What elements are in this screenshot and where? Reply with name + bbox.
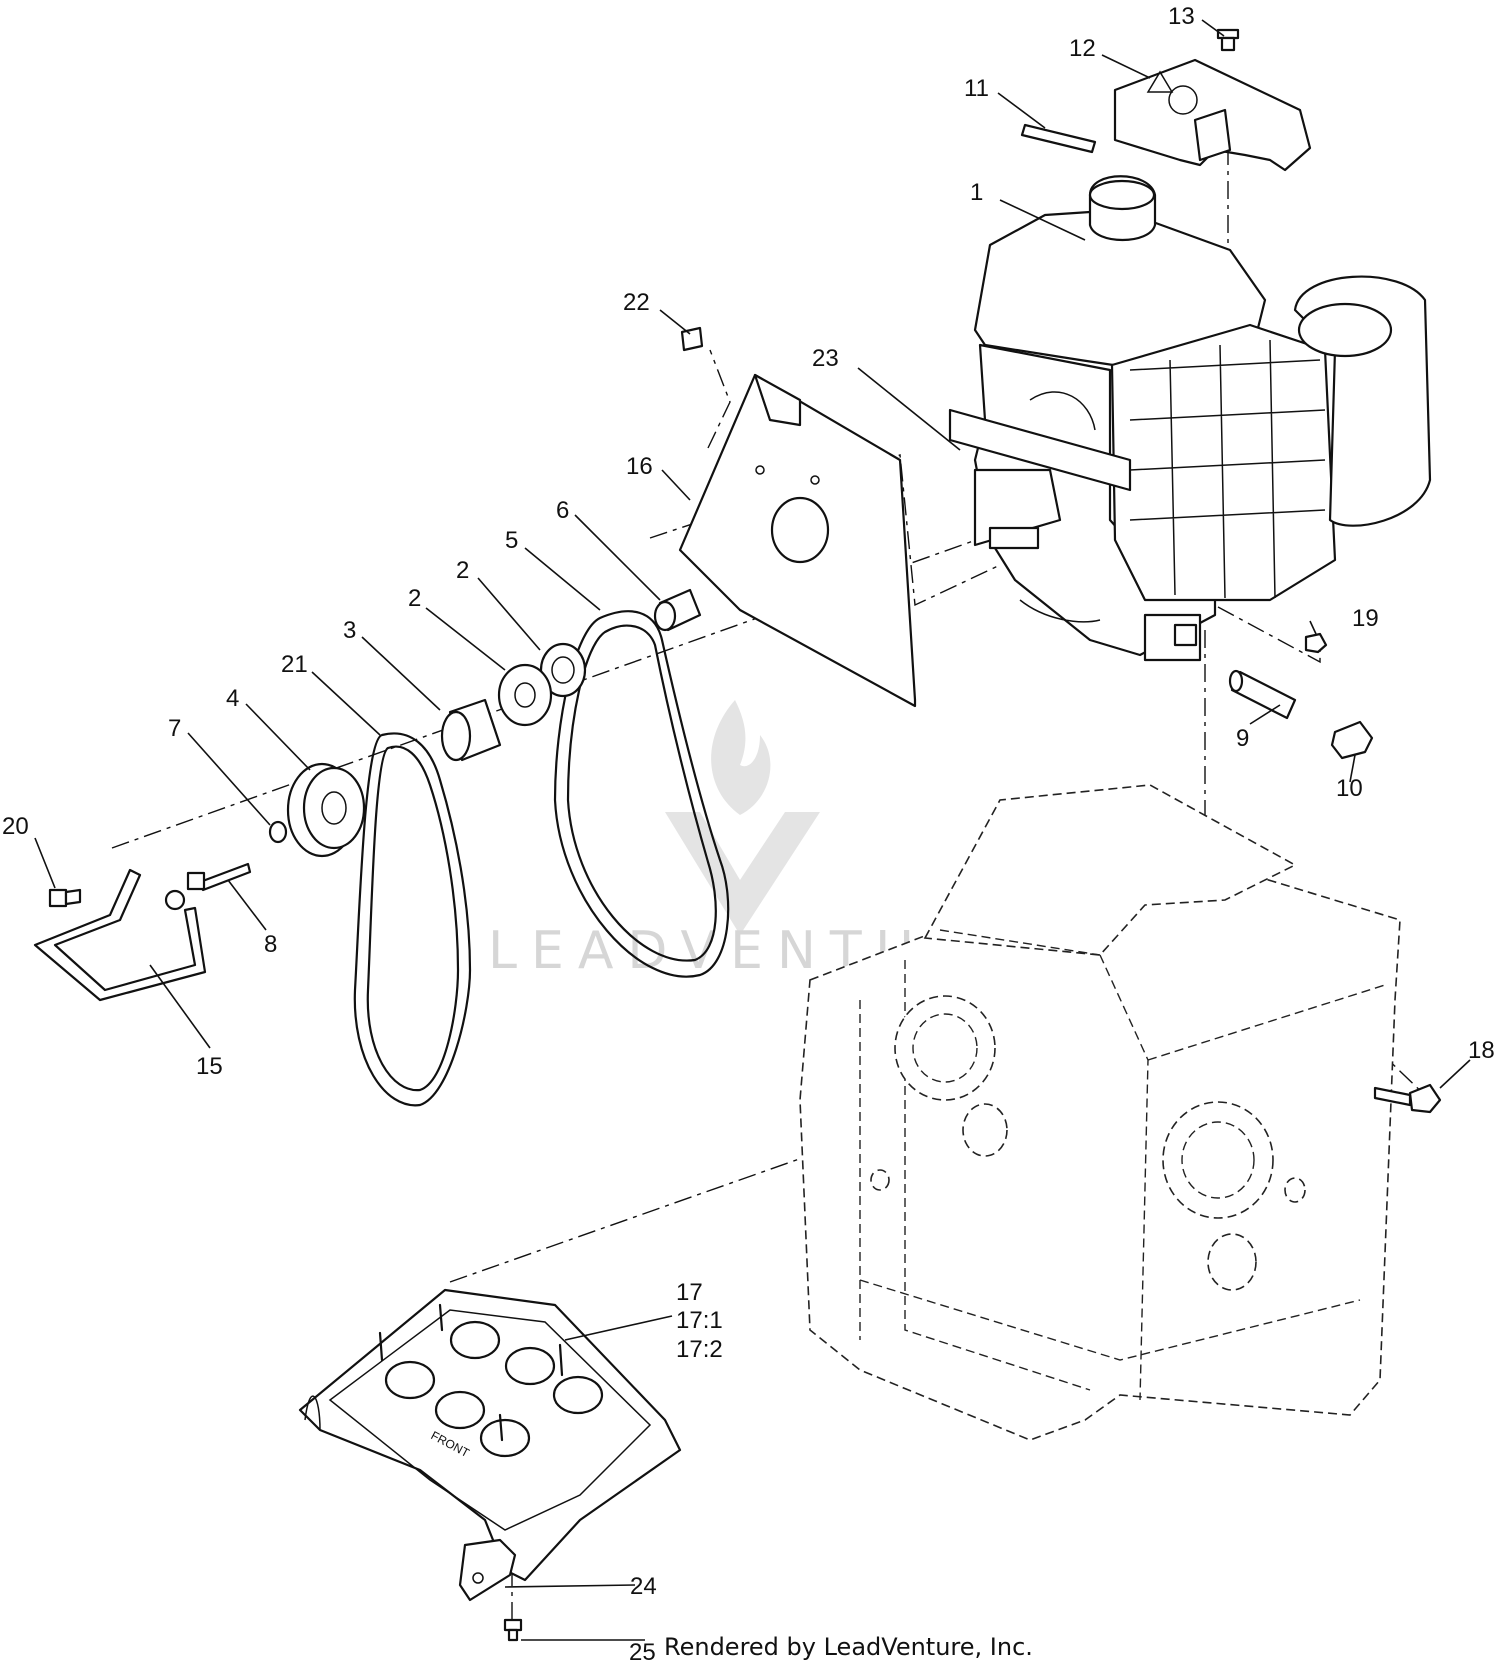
render-credit: Rendered by LeadVenture, Inc. xyxy=(664,1633,1033,1661)
callout-17-2: 17:2 xyxy=(676,1336,723,1363)
callout-1: 1 xyxy=(970,179,983,206)
callout-19: 19 xyxy=(1352,605,1379,632)
belt-large[interactable] xyxy=(553,610,730,978)
callout-15: 15 xyxy=(196,1053,223,1080)
frame-bolt[interactable] xyxy=(1373,1083,1442,1114)
pulley-half-front[interactable] xyxy=(497,663,553,727)
callout-6: 6 xyxy=(556,497,569,524)
pulley-hub[interactable] xyxy=(440,698,502,762)
callout-17: 17 xyxy=(676,1279,703,1306)
callout-16: 16 xyxy=(626,453,653,480)
belt-keeper-bracket[interactable] xyxy=(33,868,207,1002)
callout-20: 20 xyxy=(2,813,29,840)
guard-clip[interactable] xyxy=(680,326,704,352)
callout-3: 3 xyxy=(343,617,356,644)
callout-22: 22 xyxy=(623,289,650,316)
callout-2-front: 2 xyxy=(408,585,421,612)
spacer[interactable] xyxy=(653,588,702,632)
nut[interactable] xyxy=(1304,632,1328,654)
callout-23: 23 xyxy=(812,345,839,372)
leader-lines xyxy=(34,19,1471,1641)
callout-4: 4 xyxy=(226,685,239,712)
engine[interactable] xyxy=(948,175,1432,662)
watermark-v-icon xyxy=(665,812,820,935)
callout-numbers: 1 2 2 3 4 5 6 7 8 9 10 11 12 13 15 16 17… xyxy=(2,3,1495,1666)
callout-18: 18 xyxy=(1468,1037,1495,1064)
shaft-extension[interactable] xyxy=(1228,669,1297,720)
callout-11: 11 xyxy=(964,75,989,102)
callout-17-1: 17:1 xyxy=(676,1307,723,1334)
bracket-bolt[interactable] xyxy=(48,888,82,908)
drive-pulley[interactable] xyxy=(286,762,366,858)
belt-small[interactable] xyxy=(353,732,472,1107)
callout-9: 9 xyxy=(1236,725,1249,752)
decal[interactable] xyxy=(1020,123,1097,154)
shroud-cover[interactable]: FRONT xyxy=(298,1288,682,1582)
callout-13: 13 xyxy=(1168,3,1195,30)
callout-10: 10 xyxy=(1336,775,1363,802)
belt-guard[interactable] xyxy=(678,373,917,708)
pulley-bolt[interactable] xyxy=(186,862,252,892)
cover-bracket[interactable] xyxy=(458,1538,517,1602)
callout-5: 5 xyxy=(505,527,518,554)
callout-8: 8 xyxy=(264,931,277,958)
callout-24: 24 xyxy=(630,1573,657,1600)
cap-nut[interactable] xyxy=(1330,720,1374,760)
callout-12: 12 xyxy=(1069,35,1096,62)
callout-25: 25 xyxy=(629,1639,656,1666)
callout-21: 21 xyxy=(281,651,308,678)
auger-housing-frame xyxy=(799,784,1401,1441)
engine-cover[interactable] xyxy=(1113,58,1312,172)
callout-7: 7 xyxy=(168,715,181,742)
callout-2-rear: 2 xyxy=(456,557,469,584)
watermark-flame-icon xyxy=(711,700,771,815)
washer[interactable] xyxy=(268,820,288,844)
bracket-screw[interactable] xyxy=(503,1618,523,1642)
